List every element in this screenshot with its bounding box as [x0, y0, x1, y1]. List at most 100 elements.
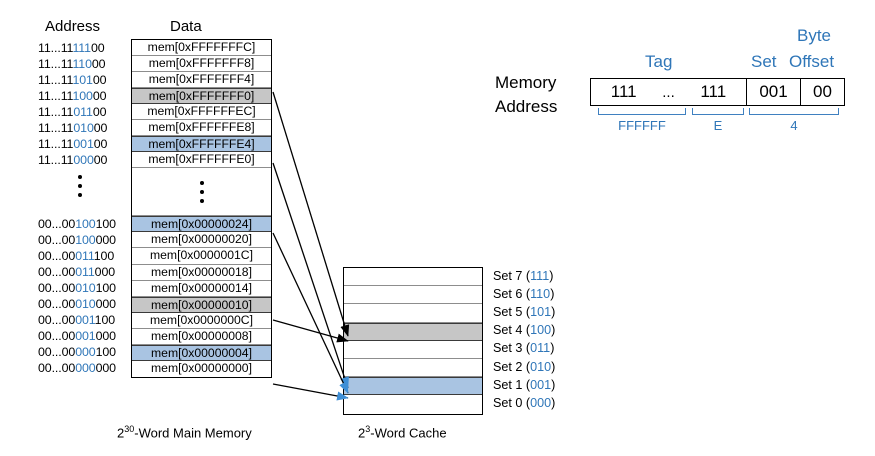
- addr-offset-bits: 00: [92, 88, 107, 103]
- cache-set-row: [344, 322, 482, 341]
- set-label-close: ): [550, 286, 555, 301]
- vertical-ellipsis-icon: [78, 175, 82, 197]
- arrow-fffffff0-to-set4: [272, 91, 350, 337]
- addr-offset-bits: 00: [93, 152, 108, 167]
- memory-row: mem[0x0000001C]: [132, 248, 271, 265]
- cache-set-label: Set 0 (000): [493, 394, 555, 412]
- memory-address-label: 00...00011000: [38, 264, 115, 280]
- memory-row-data: mem[0xFFFFFFE4]: [148, 137, 255, 152]
- cache-set-label: Set 1 (001): [493, 376, 555, 394]
- memory-row-data: mem[0x00000014]: [151, 280, 252, 295]
- addr-set-bits: 011: [75, 265, 95, 280]
- set-field: 001: [746, 79, 800, 105]
- addr-set-bits: 100: [75, 233, 96, 248]
- set-label-text: Set 7 (: [493, 268, 531, 283]
- memory-row-data: mem[0xFFFFFFFC]: [147, 40, 256, 54]
- addr-set-bits: 000: [75, 345, 96, 360]
- memory-row-data: mem[0xFFFFFFF4]: [148, 72, 255, 87]
- addr-offset-bits: 000: [95, 233, 116, 248]
- set-field-label: Set: [751, 52, 777, 71]
- memory-address-field-box: 111 ... 111 001 00: [590, 78, 845, 106]
- cache-set-label: Set 7 (111): [493, 267, 553, 285]
- set-label-text: Set 3 (: [493, 341, 531, 356]
- addr-offset-bits: 100: [93, 249, 115, 264]
- set-label-text: Set 6 (: [493, 286, 531, 301]
- addr-prefix: 00...00: [38, 233, 76, 248]
- addr-prefix: 00...00: [38, 217, 76, 231]
- addr-prefix: 11...11: [38, 40, 73, 55]
- cache-set-row: [344, 286, 482, 305]
- addr-offset-bits: 100: [95, 217, 116, 231]
- memory-caption-rest: -Word Main Memory: [134, 425, 252, 441]
- memory-row: mem[0x00000020]: [132, 232, 271, 249]
- memory-address-label: 11...1111000: [38, 56, 106, 72]
- set-label-bits: 101: [530, 305, 552, 319]
- addr-prefix: 00...00: [38, 297, 76, 312]
- addr-offset-bits: 00: [92, 104, 107, 119]
- memory-row-data: mem[0xFFFFFFF8]: [148, 56, 255, 71]
- addr-prefix: 00...00: [38, 345, 76, 360]
- cache-set-label: Set 4 (100): [493, 321, 555, 339]
- addr-offset-bits: 000: [95, 297, 116, 312]
- cache-set-row: [344, 377, 482, 396]
- arrow-00000024-to-set1: [272, 232, 349, 394]
- memory-address-label: 11...1101000: [38, 120, 107, 136]
- memory-caption-base: 2: [117, 425, 125, 441]
- set-label-close: ): [550, 341, 555, 356]
- addr-set-bits: 010: [75, 281, 96, 296]
- tag-hex2-label: E: [713, 118, 723, 133]
- arrow-ffffffe4-to-set1: [272, 162, 349, 389]
- addr-set-bits: 010: [73, 120, 94, 135]
- set-label-bits: 001: [530, 377, 552, 392]
- memory-row: mem[0xFFFFFFEC]: [132, 104, 271, 121]
- memory-row: mem[0x00000004]: [132, 344, 271, 361]
- cache-set-row: [344, 341, 482, 359]
- memory-row: mem[0xFFFFFFE4]: [132, 136, 271, 153]
- set-label-close: ): [549, 268, 554, 283]
- addr-set-bits: 111: [72, 40, 91, 55]
- addr-set-bits: 010: [75, 297, 96, 312]
- addr-set-bits: 100: [72, 88, 93, 103]
- addr-set-bits: 101: [72, 72, 93, 87]
- data-column-header: Data: [170, 18, 202, 35]
- tag-bits-ellipsis: ...: [662, 83, 675, 101]
- memory-address-label: 11...1111100: [38, 40, 105, 56]
- set-label-bits: 100: [530, 323, 552, 338]
- offset-hex-label: 4: [790, 118, 798, 133]
- main-memory-table: mem[0xFFFFFFFC]mem[0xFFFFFFF8]mem[0xFFFF…: [131, 39, 272, 378]
- cache-set-row: [344, 304, 482, 323]
- set-label-text: Set 4 (: [493, 323, 531, 338]
- memory-address-label: 11...1100100: [38, 136, 107, 152]
- addr-offset-bits: 000: [94, 265, 116, 280]
- arrow-00000004-to-set1: [272, 383, 349, 401]
- addr-prefix: 00...00: [38, 313, 76, 328]
- addr-offset-bits: 100: [95, 281, 116, 296]
- addr-prefix: 00...00: [38, 361, 76, 376]
- addr-offset-bits: 100: [94, 313, 116, 328]
- tag-hex2-brace: [692, 108, 744, 115]
- cache-caption-exponent: 3: [365, 424, 371, 434]
- memory-row: mem[0xFFFFFFFC]: [132, 40, 271, 57]
- cache-caption-base: 2: [358, 425, 366, 441]
- addr-prefix: 11...11: [38, 120, 74, 135]
- set-label-close: ): [551, 396, 556, 410]
- memory-address-label: 00...00100100: [38, 216, 116, 232]
- memory-row-data: mem[0xFFFFFFF0]: [148, 89, 255, 104]
- addr-set-bits: 001: [73, 136, 94, 151]
- tag-hex-label: FFFFFF: [618, 118, 666, 133]
- addr-set-bits: 011: [73, 104, 93, 119]
- memory-address-label: 11...1100000: [38, 152, 107, 168]
- memory-ellipsis-row: [132, 168, 271, 217]
- cache-caption-rest: -Word Cache: [370, 425, 447, 441]
- memory-row-data: mem[0x00000024]: [151, 217, 252, 232]
- memory-address-label: 00...00010000: [38, 296, 116, 312]
- addr-set-bits: 100: [75, 217, 96, 231]
- offset-field: 00: [800, 79, 844, 105]
- cache-set-label: Set 2 (010): [493, 358, 555, 376]
- memory-row-data: mem[0x0000000C]: [150, 312, 253, 327]
- tag-field-label: Tag: [645, 52, 673, 71]
- memory-address-label: 00...00000100: [38, 344, 116, 360]
- address-column-header: Address: [45, 18, 101, 35]
- cache-set-row: [344, 268, 482, 287]
- memory-address-label: 00...00100000: [38, 232, 116, 248]
